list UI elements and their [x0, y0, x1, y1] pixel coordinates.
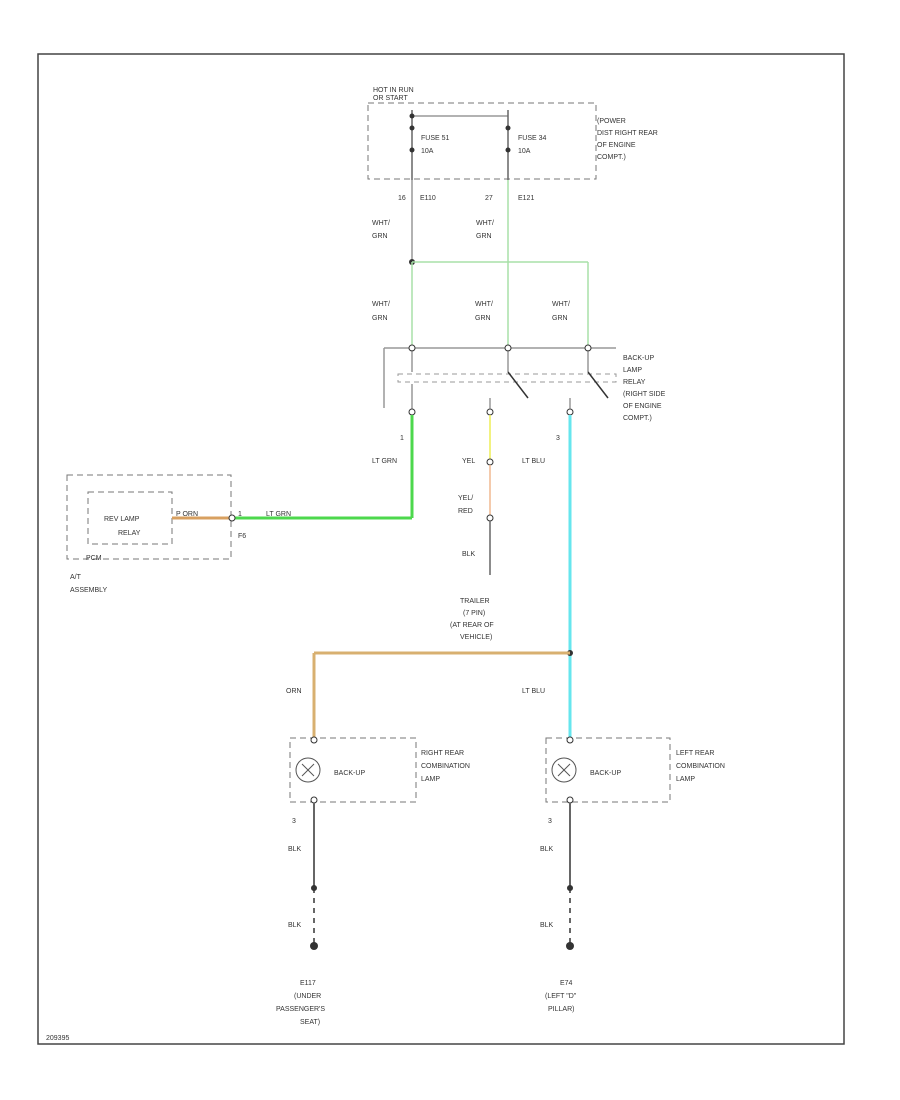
right-rear-combination-lamp: BACK-UP RIGHT REAR COMBINATION LAMP 3	[289, 736, 470, 825]
relay-desc-5: OF ENGINE	[623, 403, 662, 410]
wire-label-grn-5: GRN	[552, 315, 568, 322]
fuse2-connector: E121	[518, 195, 534, 202]
right-lamp-desc-3: LAMP	[421, 776, 440, 783]
ground1-desc-3: SEAT)	[300, 1019, 320, 1026]
fuse-box-desc-1: (POWER	[597, 118, 626, 125]
wire-label-yel: YEL	[462, 458, 475, 465]
left-lamp-desc-3: LAMP	[676, 776, 695, 783]
fuse-box-desc-3: OF ENGINE	[597, 142, 636, 149]
trailer-label-4: VEHICLE)	[460, 634, 492, 641]
wire-label-ylwred-1: YEL/	[458, 495, 473, 502]
ground1-desc-2: PASSENGER'S	[276, 1006, 325, 1013]
relay-desc-6: COMPT.)	[623, 415, 652, 422]
backup-lamp-relay: BACK-UP LAMP RELAY (RIGHT SIDE OF ENGINE…	[383, 344, 666, 442]
wire-label-wht-1: WHT/	[372, 220, 390, 227]
right-lamp-desc-2: COMBINATION	[421, 763, 470, 770]
fuse2-label-2: 10A	[518, 148, 531, 155]
relay-desc-3: RELAY	[623, 379, 646, 386]
relay-pin-left: 1	[400, 435, 404, 442]
fuse1-label-2: 10A	[421, 148, 434, 155]
fuse-box-label-1: HOT IN RUN	[373, 87, 414, 94]
fuse-box-label-2: OR START	[373, 95, 408, 102]
wire-label-grn-4: GRN	[475, 315, 491, 322]
fuse2-pin: 27	[485, 195, 493, 202]
wire-label-orn: ORN	[286, 688, 302, 695]
wire-label-wht-5: WHT/	[552, 301, 570, 308]
wire-label-ltgrn-relay: LT GRN	[372, 458, 397, 465]
wire-label-blk-trailer: BLK	[462, 551, 476, 558]
right-lamp-backup: BACK-UP	[334, 770, 365, 777]
rev-lamp-relay-1: REV LAMP	[104, 516, 140, 523]
pcm-pin: F6	[238, 533, 246, 540]
wire-label-blk-g1a: BLK	[288, 846, 302, 853]
fuse1-label-1: FUSE 51	[421, 135, 450, 142]
wire-label-grn-3: GRN	[372, 315, 388, 322]
left-lamp-desc-2: COMBINATION	[676, 763, 725, 770]
left-lamp-pin: 3	[548, 818, 552, 825]
ground2-desc-2: PILLAR)	[548, 1006, 574, 1013]
pcm-assembly-1: A/T	[70, 574, 82, 581]
left-lamp-desc-1: LEFT REAR	[676, 750, 714, 757]
fuse-box-desc-4: COMPT.)	[597, 154, 626, 161]
fuse-box: HOT IN RUN OR START (POWER DIST RIGHT RE…	[367, 87, 658, 202]
right-lamp-desc-1: RIGHT REAR	[421, 750, 464, 757]
ground2-desc-1: (LEFT "D"	[545, 993, 577, 1000]
pcm-block: REV LAMP RELAY PCM F6 A/T ASSEMBLY P ORN…	[66, 474, 291, 594]
rev-lamp-relay-2: RELAY	[118, 530, 141, 537]
trailer-label-1: TRAILER	[460, 598, 490, 605]
left-rear-combination-lamp: BACK-UP LEFT REAR COMBINATION LAMP 3	[545, 736, 725, 825]
wire-label-wht-4: WHT/	[475, 301, 493, 308]
wire-label-ltblu-1: LT BLU	[522, 458, 545, 465]
relay-pin-right: 3	[556, 435, 560, 442]
trailer-label-3: (AT REAR OF	[450, 622, 494, 629]
fuse1-pin: 16	[398, 195, 406, 202]
wire-label-blk-g1b: BLK	[288, 922, 302, 929]
wire-label-blk-g2b: BLK	[540, 922, 554, 929]
relay-desc-2: LAMP	[623, 367, 642, 374]
diagram-id: 209395	[46, 1035, 69, 1042]
wire-label-grn-2: GRN	[476, 233, 492, 240]
wire-label-ltblu-2: LT BLU	[522, 688, 545, 695]
relay-desc-4: (RIGHT SIDE	[623, 391, 666, 398]
right-lamp-pin: 3	[292, 818, 296, 825]
fuse-box-desc-2: DIST RIGHT REAR	[597, 130, 658, 137]
left-lamp-backup: BACK-UP	[590, 770, 621, 777]
wire-label-wht-3: WHT/	[372, 301, 390, 308]
ground1-id: E117	[300, 980, 316, 987]
wire-label-grn-1: GRN	[372, 233, 388, 240]
trailer-label-2: (7 PIN)	[463, 610, 485, 617]
wire-label-ylwred-2: RED	[458, 508, 473, 515]
pcm-orn-tag: P ORN	[176, 511, 198, 518]
pcm-name: PCM	[86, 555, 102, 562]
diagram-border	[37, 53, 845, 1045]
wire-label-blk-g2a: BLK	[540, 846, 554, 853]
fuse2-label-1: FUSE 34	[518, 135, 547, 142]
relay-desc-1: BACK-UP	[623, 355, 654, 362]
ground1-desc-1: (UNDER	[294, 993, 321, 1000]
ground2-id: E74	[560, 980, 573, 987]
pcm-ltgrn-tag: LT GRN	[266, 511, 291, 518]
pcm-assembly-2: ASSEMBLY	[70, 587, 108, 594]
wire-label-wht-2: WHT/	[476, 220, 494, 227]
fuse1-connector: E110	[420, 195, 436, 202]
pcm-pin-left: 1	[238, 511, 242, 518]
